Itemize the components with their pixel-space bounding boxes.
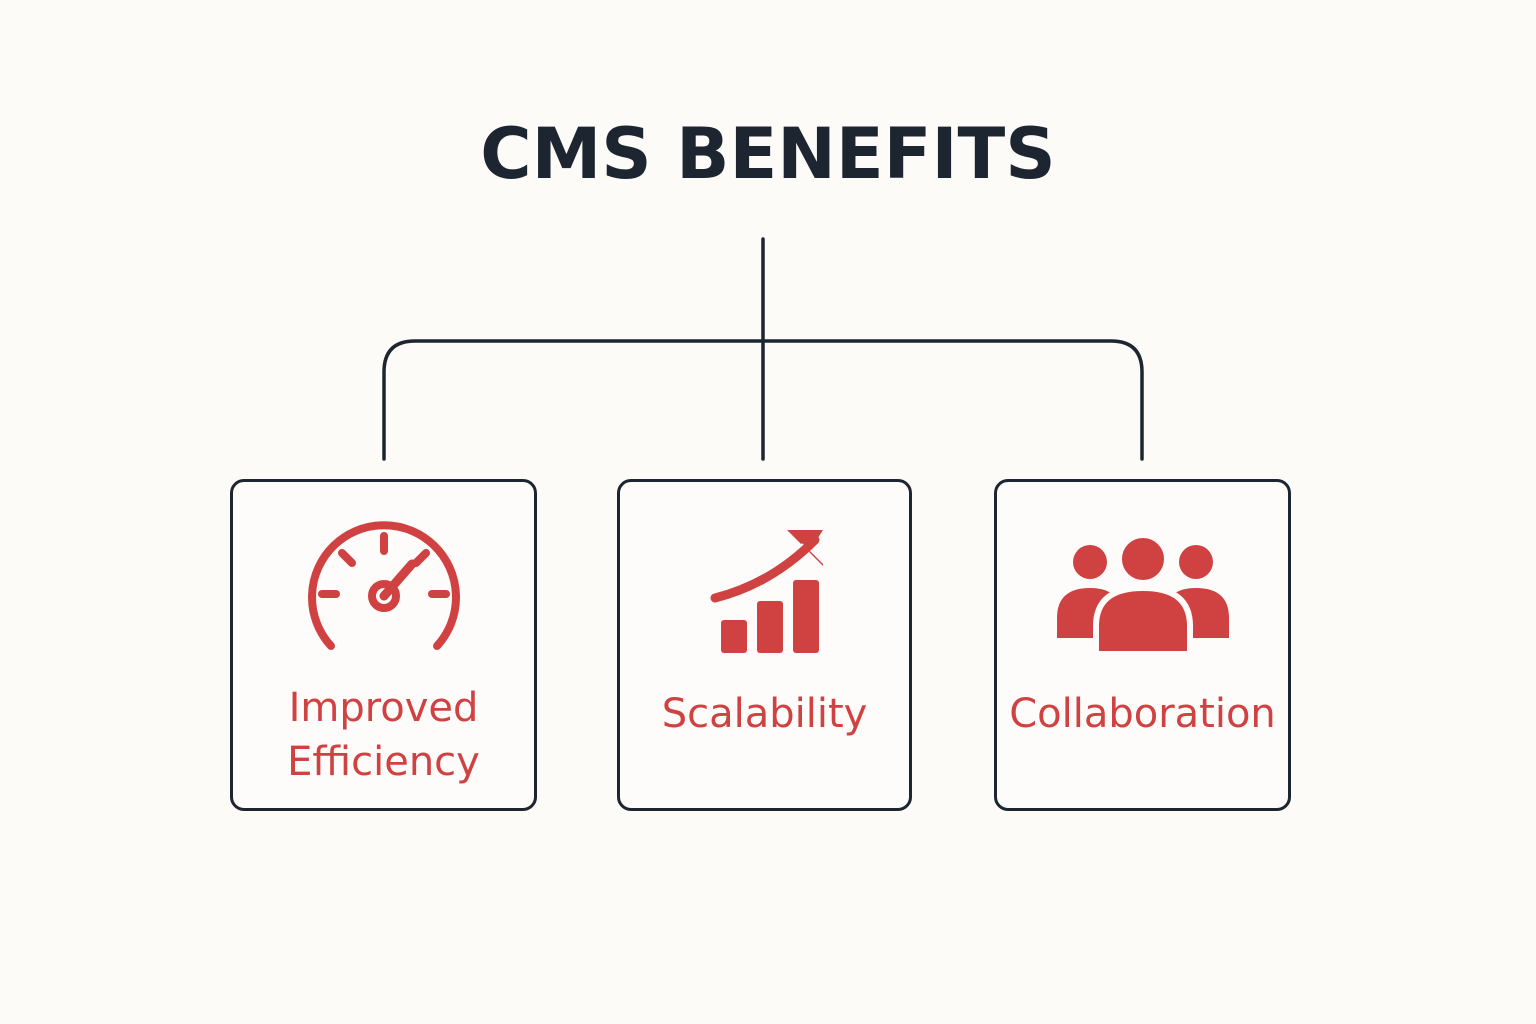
- chart-bar-medium: [756, 601, 783, 653]
- benefit-label: Collaboration: [1009, 691, 1276, 737]
- speedometer-icon: [233, 518, 534, 658]
- chart-bar-small: [720, 620, 747, 653]
- benefit-label-line2: Efficiency: [287, 739, 480, 785]
- benefit-card-collaboration: Collaboration: [994, 479, 1291, 811]
- diagram-title: CMS BENEFITS: [480, 113, 1056, 195]
- benefit-card-scalability: Scalability: [617, 479, 912, 811]
- benefit-label-line1: Improved: [288, 685, 479, 731]
- branch-line: [382, 339, 1144, 461]
- chart-bar-large: [792, 580, 819, 653]
- benefit-card-improved-efficiency: Improved Efficiency: [230, 479, 537, 811]
- benefit-label: Scalability: [661, 691, 868, 737]
- team-icon: [997, 518, 1288, 658]
- growth-chart-icon: [620, 518, 909, 658]
